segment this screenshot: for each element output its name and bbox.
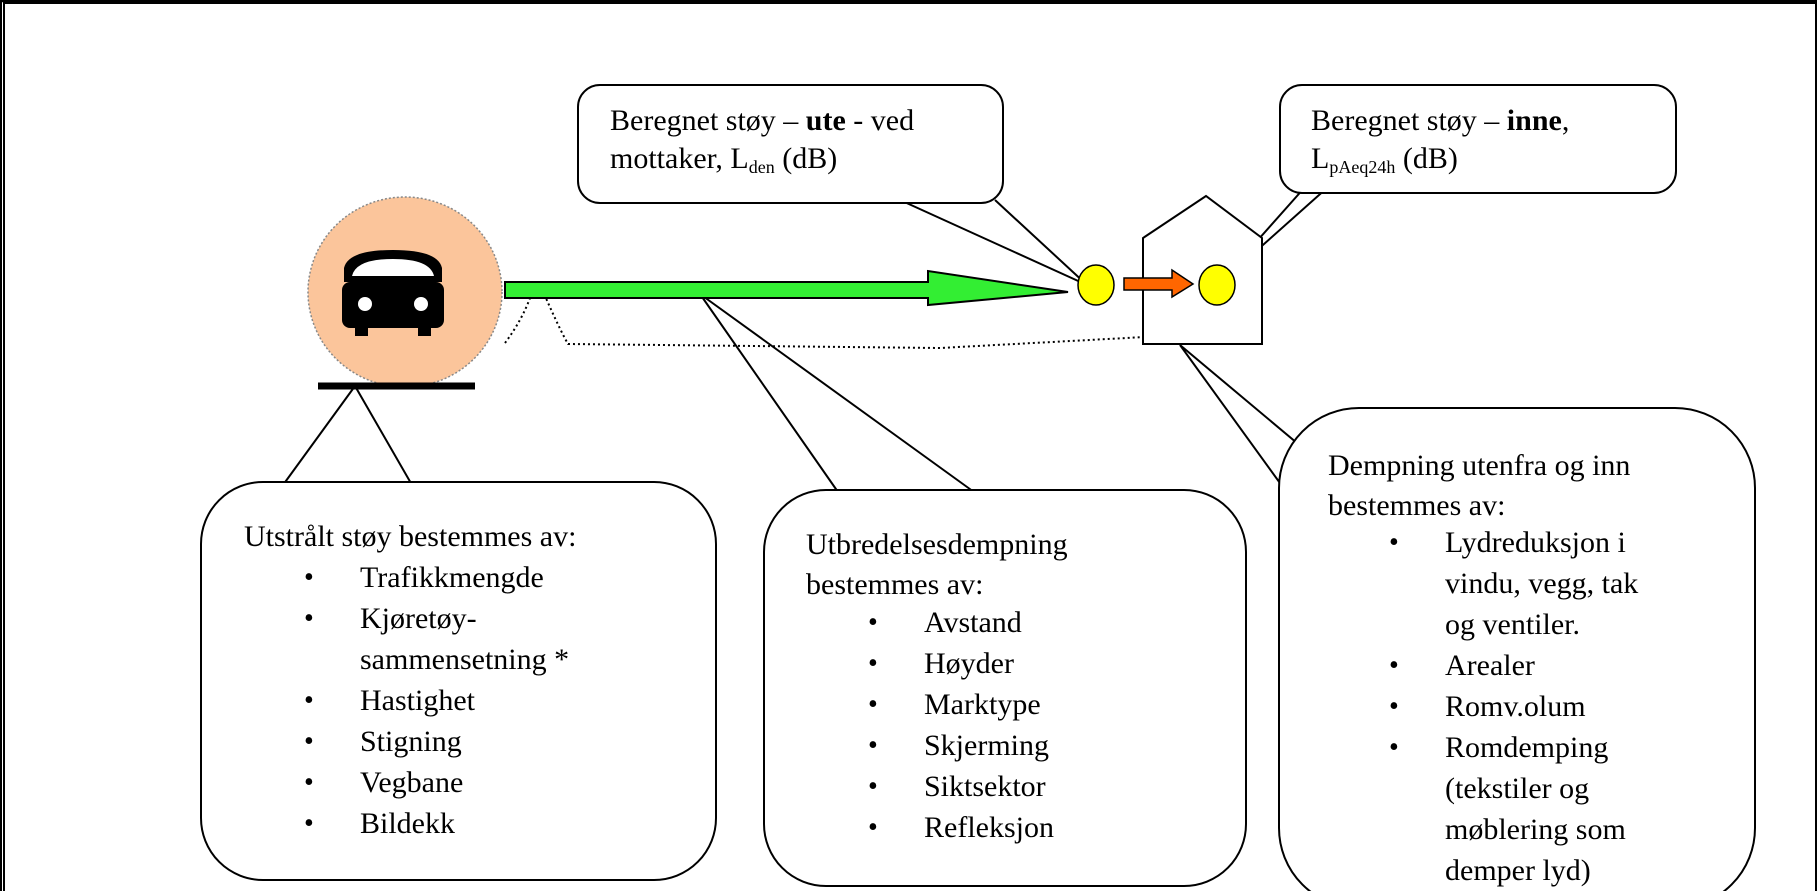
list-item: Kjøretøy-sammensetning * — [304, 598, 570, 680]
list-item-line: Lydreduksjon i — [1445, 526, 1626, 559]
outdoor-callout-line1-prefix: Beregnet støy – — [610, 104, 806, 137]
list-item: Høyder — [868, 643, 1054, 684]
list-item: Arealer — [1389, 645, 1638, 686]
list-item: Romv.olum — [1389, 686, 1638, 727]
propagation-heading-line: bestemmes av: — [806, 568, 984, 601]
transfer-arrow — [1123, 268, 1195, 299]
propagation-box-heading: Utbredelsesdempning bestemmes av: — [806, 525, 1068, 605]
indoor-callout-subscript: pAeq24h — [1329, 157, 1396, 177]
list-item-line: og ventiler. — [1445, 608, 1580, 641]
outdoor-receiver-point — [1077, 264, 1115, 306]
indoor-callout-text: Beregnet støy – inne, LpAeq24h (dB) — [1311, 104, 1569, 184]
propagation-arrow — [504, 269, 1069, 307]
vehicle-icon — [342, 250, 444, 336]
source-box-pointer — [282, 384, 413, 486]
propagation-factor-list: Avstand Høyder Marktype Skjerming Siktse… — [868, 602, 1054, 848]
facade-heading-line: Dempning utenfra og inn — [1328, 449, 1631, 482]
list-item: Avstand — [868, 602, 1054, 643]
list-item: Marktype — [868, 684, 1054, 725]
source-box-heading: Utstrålt støy bestemmes av: — [244, 520, 577, 553]
indoor-callout-box — [1279, 84, 1677, 194]
facade-box-heading: Dempning utenfra og inn bestemmes av: — [1328, 446, 1630, 526]
list-item: Siktsektor — [868, 766, 1054, 807]
outdoor-callout-line2-suffix: (dB) — [774, 142, 838, 175]
outdoor-callout-bold: ute — [805, 104, 846, 137]
list-item-line: demper lyd) — [1445, 854, 1591, 887]
indoor-callout-line1-prefix: Beregnet støy – — [1311, 104, 1507, 137]
list-item-line: møblering som — [1445, 813, 1626, 846]
list-item: Lydreduksjon i vindu, vegg, tak og ventile… — [1389, 522, 1639, 645]
list-item: Refleksjon — [868, 807, 1054, 848]
list-item: Stigning — [304, 721, 569, 762]
list-item-line: (tekstiler og — [1445, 772, 1590, 805]
indoor-callout-line2-suffix: (dB) — [1395, 142, 1458, 175]
list-item-line: Romdemping — [1445, 731, 1609, 764]
outdoor-callout-line2-prefix: mottaker, L — [610, 142, 749, 175]
list-item-line: sammensetning * — [360, 643, 570, 676]
list-item: Hastighet — [304, 680, 569, 721]
facade-heading-line: bestemmes av: — [1328, 489, 1506, 522]
indoor-callout-bold: inne — [1506, 104, 1562, 137]
indoor-receiver-point — [1198, 264, 1236, 306]
list-item: Romdemping (tekstiler og møblering som demp… — [1389, 727, 1638, 891]
list-item: Trafikkmengde — [304, 557, 569, 598]
outdoor-callout-line1-suffix: - ved — [845, 104, 915, 137]
outdoor-callout-subscript: den — [748, 157, 775, 177]
list-item: Vegbane — [304, 762, 569, 803]
outdoor-callout-box — [577, 84, 1004, 204]
source-factor-list: Trafikkmengde Kjøretøy-sammensetning * H… — [304, 557, 570, 844]
indoor-callout-line1-suffix: , — [1561, 104, 1570, 137]
facade-factor-list: Lydreduksjon i vindu, vegg, tak og ventile… — [1389, 522, 1639, 891]
house-icon — [1142, 194, 1263, 345]
list-item-line: vindu, vegg, tak — [1445, 567, 1639, 600]
list-item: Bildekk — [304, 803, 569, 844]
list-item: Skjerming — [868, 725, 1054, 766]
propagation-heading-line: Utbredelsesdempning — [806, 528, 1068, 561]
list-item-line: Kjøretøy- — [360, 602, 477, 635]
indoor-callout-line2-prefix: L — [1311, 142, 1330, 175]
terrain-profile — [504, 294, 1161, 350]
propagation-box-pointer — [699, 293, 975, 493]
outdoor-callout-text: Beregnet støy – ute - ved mottaker, Lden… — [610, 104, 914, 184]
